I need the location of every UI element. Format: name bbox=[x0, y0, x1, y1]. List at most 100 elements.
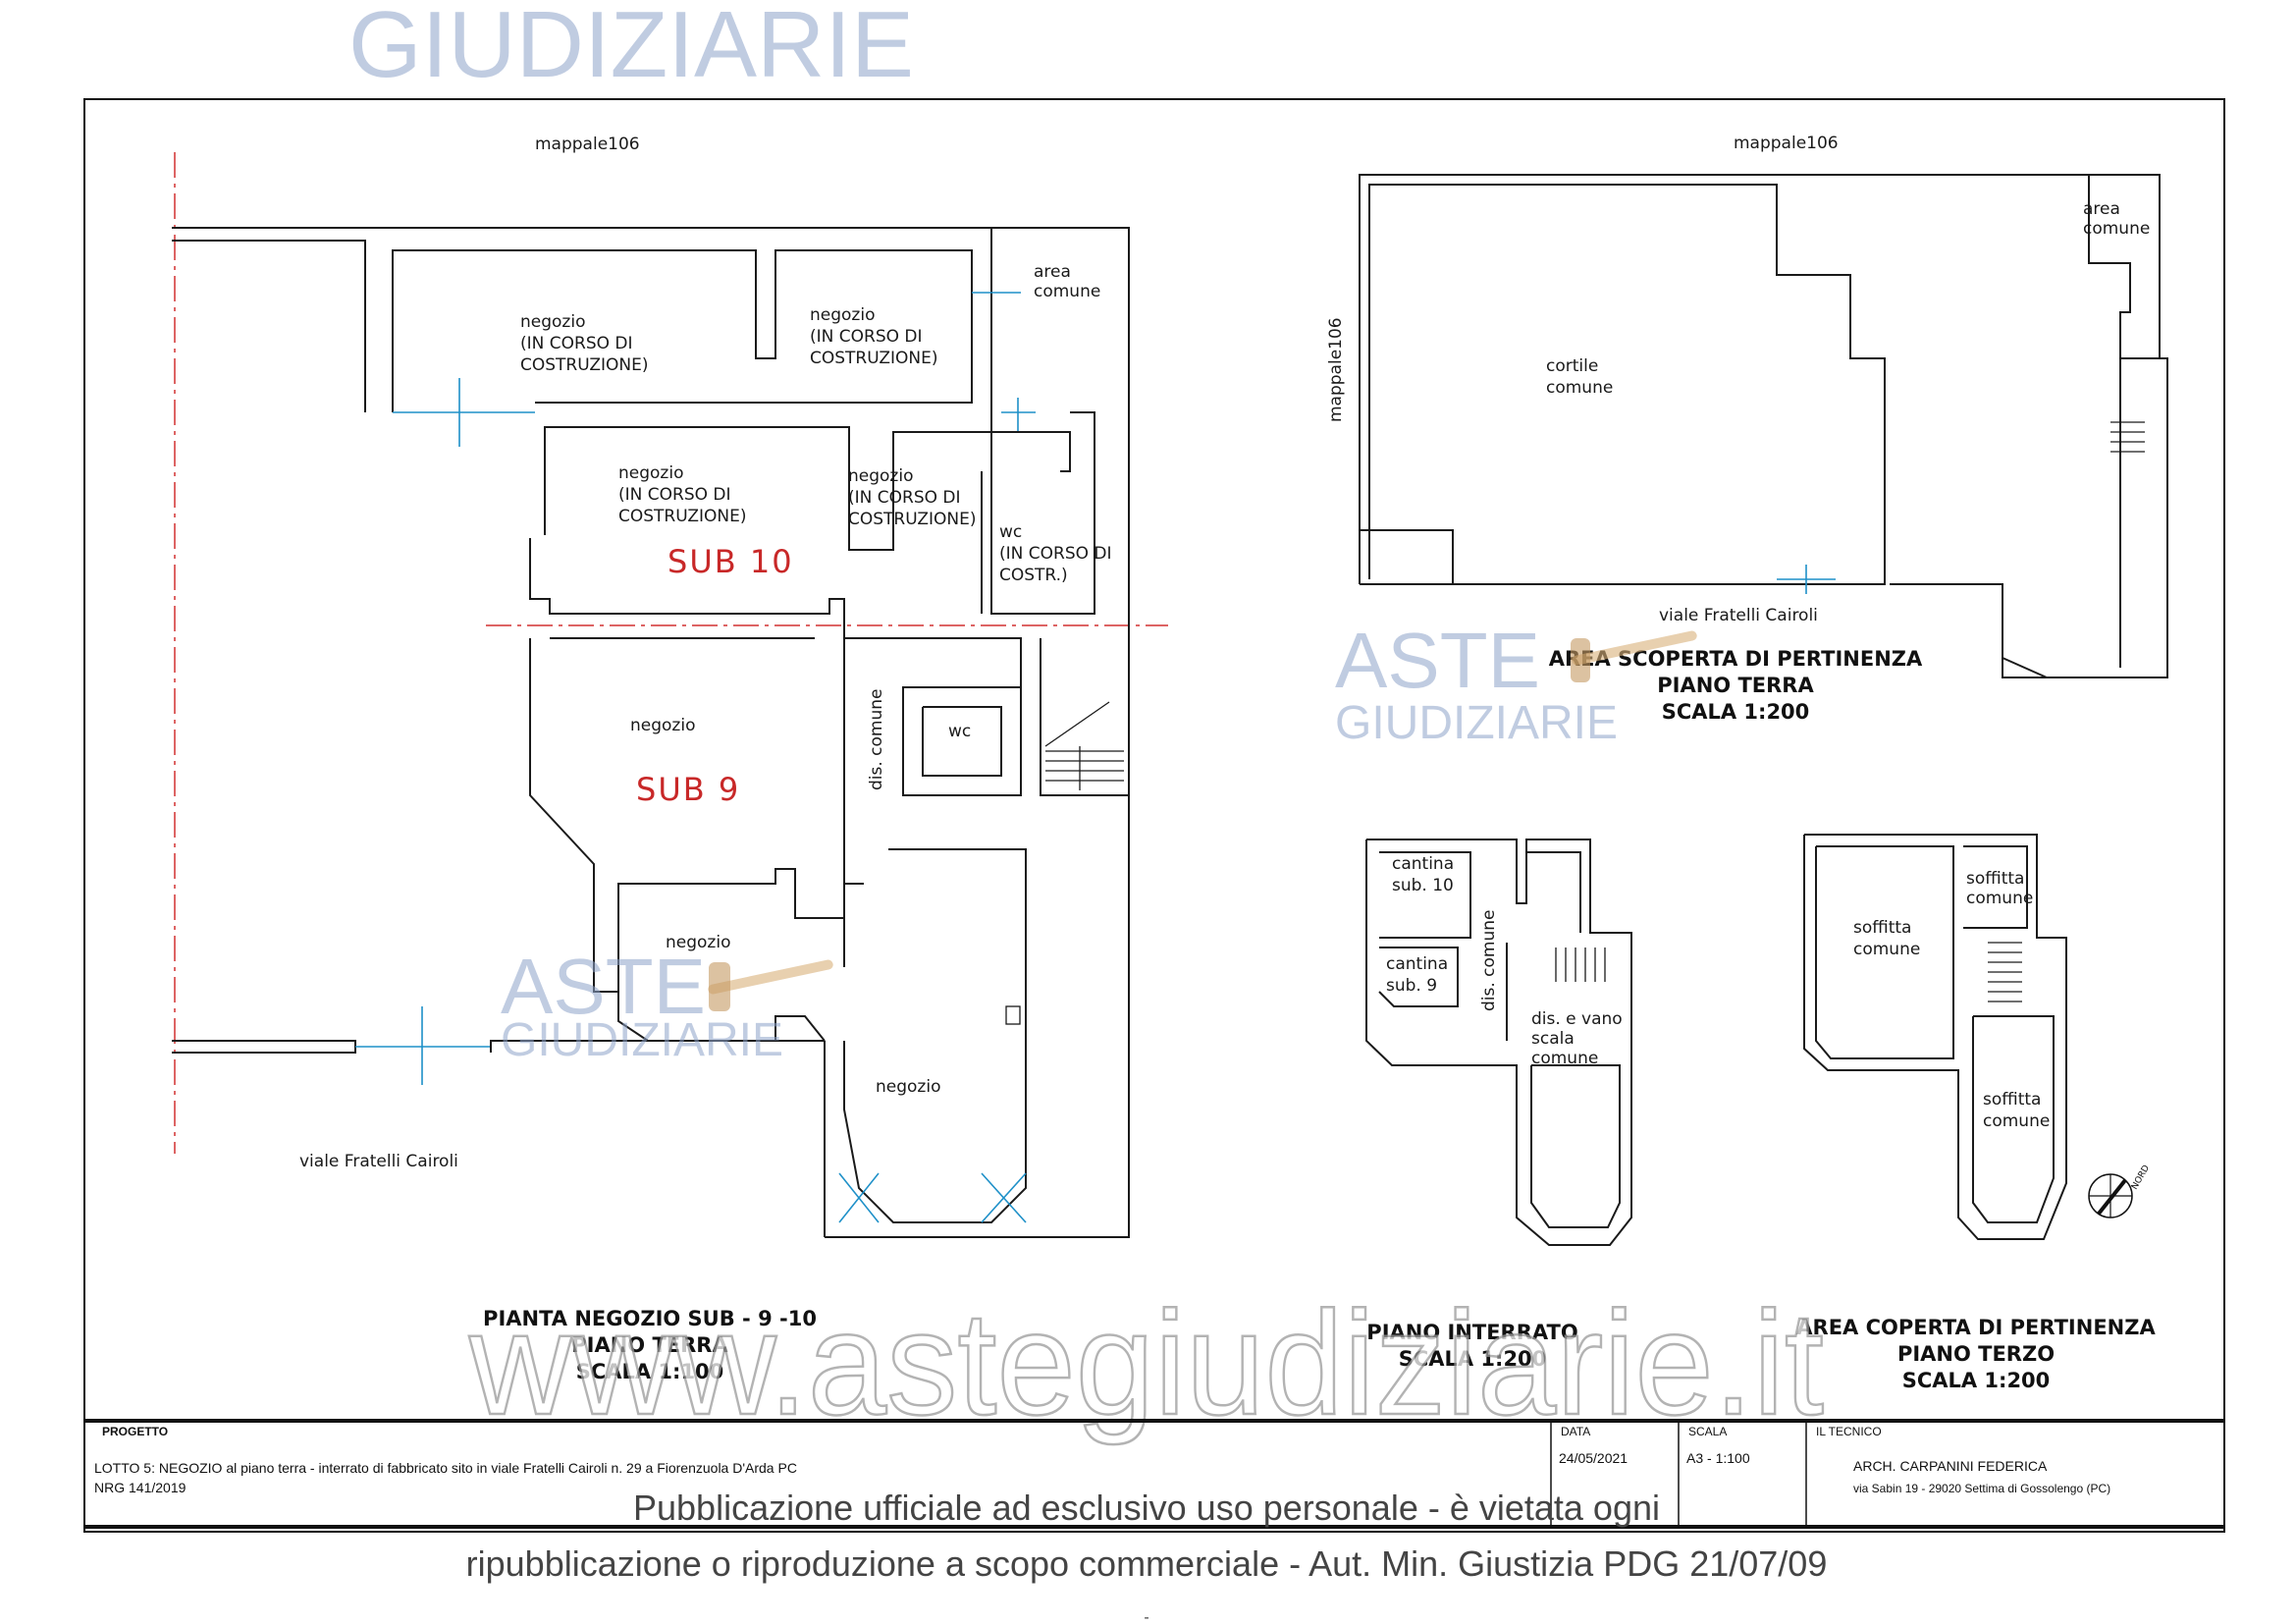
label-negozio-lower: negozio bbox=[666, 933, 730, 952]
label-area-comune-1: area bbox=[1034, 262, 1071, 282]
bay-window-left-cross bbox=[838, 1172, 880, 1223]
stair-walls bbox=[1040, 638, 1129, 796]
label-cortile-2: comune bbox=[1546, 378, 1613, 398]
outer-wall-left-bottom bbox=[172, 1040, 356, 1054]
plan-ground-floor-shop: mappale106 area comune negozio (IN CORSO… bbox=[172, 135, 1168, 1383]
svg-text:-: - bbox=[1144, 1609, 1148, 1624]
label-street-left: viale Fratelli Cairoli bbox=[299, 1152, 458, 1171]
label-cortile-1: cortile bbox=[1546, 356, 1598, 376]
label-negozio-c-2: (IN CORSO DI bbox=[618, 485, 731, 505]
terzo-outer-walls bbox=[1803, 834, 2067, 1240]
sub9-walls bbox=[529, 638, 845, 993]
title-left-3: SCALA 1:100 bbox=[576, 1360, 724, 1383]
label-cantina9-2: sub. 9 bbox=[1386, 976, 1437, 996]
data-value: 24/05/2021 bbox=[1559, 1450, 1628, 1466]
title-scoperta-3: SCALA 1:200 bbox=[1662, 700, 1810, 724]
notice-line1: Pubblicazione ufficiale ad esclusivo uso… bbox=[633, 1488, 1660, 1528]
dis-comune-walls bbox=[844, 637, 1022, 796]
label-negozio-d-3: COSTRUZIONE) bbox=[848, 510, 977, 529]
label-negozio-b-3: COSTRUZIONE) bbox=[810, 349, 938, 368]
soffitta-c-walls bbox=[1972, 1015, 2055, 1223]
staircase bbox=[1044, 701, 1124, 790]
label-negozio-b-1: negozio bbox=[810, 305, 875, 325]
label-scala-1: dis. e vano bbox=[1531, 1009, 1623, 1029]
aste-logo-mid-sub: GIUDIZIARIE bbox=[1335, 697, 1618, 749]
aste-logo-left-word: ASTE bbox=[501, 943, 706, 1030]
outer-wall-right bbox=[172, 227, 1130, 1238]
staircase bbox=[1555, 947, 1606, 982]
progetto-label: PROGETTO bbox=[102, 1425, 168, 1438]
plan-piano-terzo: soffitta comune soffitta comune soffitta… bbox=[1796, 834, 2156, 1392]
wc-walls bbox=[990, 228, 1095, 615]
progetto-line1: LOTTO 5: NEGOZIO al piano terra - interr… bbox=[94, 1460, 797, 1476]
label-area-comune-r2: comune bbox=[2083, 219, 2150, 239]
wall bbox=[843, 883, 864, 967]
cantina9-walls bbox=[1378, 947, 1459, 1007]
label-mappale-top-right: mappale106 bbox=[1734, 134, 1839, 153]
data-label: DATA bbox=[1561, 1425, 1590, 1438]
wc-box bbox=[922, 706, 1002, 777]
url-watermark: www.astegiudiziarie.it bbox=[468, 1280, 1824, 1445]
scala-value: A3 - 1:100 bbox=[1686, 1450, 1750, 1466]
north-arrow-icon: NORD bbox=[2088, 1164, 2152, 1218]
sub10-bottom-walls bbox=[529, 538, 845, 638]
tecnico-address: via Sabin 19 - 29020 Settima di Gossolen… bbox=[1853, 1482, 2110, 1495]
aste-logo-left-sub: GIUDIZIARIE bbox=[501, 1014, 783, 1066]
label-negozio-a-1: negozio bbox=[520, 312, 585, 332]
aste-logo-mid-word: ASTE bbox=[1335, 617, 1540, 704]
area-outer-walls bbox=[1359, 174, 2168, 678]
tecnico-name: ARCH. CARPANINI FEDERICA bbox=[1853, 1458, 2048, 1474]
label-dis-comune-interrato: dis. comune bbox=[1479, 910, 1499, 1012]
label-mappale-top: mappale106 bbox=[535, 135, 640, 154]
inner-shaft bbox=[1530, 1064, 1621, 1228]
wall bbox=[2002, 584, 2048, 678]
interrato-outer-walls bbox=[1365, 839, 1632, 1246]
pillar bbox=[1005, 1005, 1021, 1025]
label-cantina10-1: cantina bbox=[1392, 854, 1454, 874]
wall bbox=[1526, 851, 1581, 933]
label-negozio-sub9: negozio bbox=[630, 716, 695, 735]
title-block: PROGETTO LOTTO 5: NEGOZIO al piano terra… bbox=[84, 1419, 2224, 1529]
label-cantina9-1: cantina bbox=[1386, 954, 1448, 974]
label-cantina10-2: sub. 10 bbox=[1392, 876, 1454, 895]
label-area-comune-2: comune bbox=[1034, 282, 1100, 301]
title-terzo-1: AREA COPERTA DI PERTINENZA bbox=[1796, 1316, 2156, 1339]
cortile-walls bbox=[1360, 184, 1886, 585]
label-soffitta-b-2: comune bbox=[1966, 889, 2033, 908]
label-negozio-c-1: negozio bbox=[618, 463, 683, 483]
title-left-2: PIANO TERRA bbox=[571, 1333, 728, 1357]
label-area-comune-r1: area bbox=[2083, 199, 2120, 219]
title-terzo-3: SCALA 1:200 bbox=[1902, 1369, 2051, 1392]
label-wc-top-1: wc bbox=[999, 522, 1022, 542]
cantina10-walls bbox=[1379, 851, 1471, 939]
scala-label: SCALA bbox=[1688, 1425, 1727, 1438]
label-mappale-side: mappale106 bbox=[1326, 317, 1346, 422]
aste-logo-left: ASTE GIUDIZIARIE bbox=[501, 943, 833, 1066]
sub10-walls bbox=[544, 426, 1071, 551]
label-soffitta-b-1: soffitta bbox=[1966, 869, 2024, 889]
label-street-right: viale Fratelli Cairoli bbox=[1659, 606, 1818, 625]
plan-area-scoperta: mappale106 mappale106 area comune cortil… bbox=[1326, 134, 2168, 724]
north-label: NORD bbox=[2130, 1164, 2152, 1191]
soffitta-a-walls bbox=[1815, 845, 1954, 1059]
label-negozio-c-3: COSTRUZIONE) bbox=[618, 507, 747, 526]
label-soffitta-a-1: soffitta bbox=[1853, 918, 1911, 938]
staircase bbox=[2110, 421, 2145, 453]
label-negozio-bottom: negozio bbox=[876, 1077, 940, 1097]
label-negozio-a-3: COSTRUZIONE) bbox=[520, 355, 649, 375]
notice-line2: ripubblicazione o riproduzione a scopo c… bbox=[466, 1543, 1828, 1584]
label-negozio-d-1: negozio bbox=[848, 466, 913, 486]
progetto-line2: NRG 141/2019 bbox=[94, 1480, 187, 1495]
title-left-1: PIANTA NEGOZIO SUB - 9 -10 bbox=[483, 1307, 817, 1330]
title-terzo-2: PIANO TERZO bbox=[1897, 1342, 2055, 1366]
label-sub10: SUB 10 bbox=[667, 543, 794, 580]
label-dis-comune: dis. comune bbox=[867, 689, 886, 791]
title-scoperta-2: PIANO TERRA bbox=[1657, 674, 1814, 697]
bay-negozio-walls bbox=[843, 848, 1027, 1223]
wall bbox=[1360, 529, 1454, 584]
label-wc-top-2: (IN CORSO DI bbox=[999, 544, 1112, 564]
staircase bbox=[1988, 942, 2022, 1002]
lower-negozio-walls bbox=[617, 992, 826, 1042]
label-soffitta-c-2: comune bbox=[1983, 1111, 2050, 1131]
